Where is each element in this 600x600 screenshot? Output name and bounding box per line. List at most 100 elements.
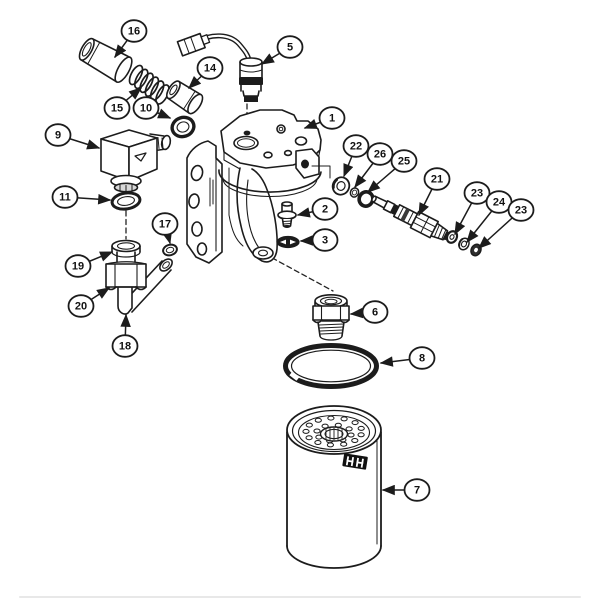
filter-hole (357, 425, 365, 431)
filter-hole (357, 432, 365, 438)
callout-number: 20 (75, 301, 87, 313)
callout-number: 5 (287, 42, 293, 54)
callout-balloon (361, 300, 389, 324)
callout-number: 14 (204, 63, 217, 75)
filter-brand-mark (342, 453, 368, 470)
filter-hole (347, 432, 355, 438)
callout-number: 11 (59, 192, 71, 204)
part-21-bypass-valve (371, 195, 450, 241)
filter-hole (313, 428, 321, 434)
callout-balloon (276, 35, 304, 59)
callout-17: 17 (151, 212, 179, 245)
part-22-washer (331, 176, 351, 196)
callout-number: 15 (111, 103, 123, 115)
callout-1: 1 (303, 106, 346, 130)
callout-balloon (120, 19, 148, 43)
callout-23: 23 (454, 181, 491, 236)
callout-balloon (403, 478, 431, 502)
callout-9: 9 (44, 123, 101, 150)
callout-number: 3 (322, 235, 328, 247)
callout-balloon (423, 167, 451, 191)
callout-19: 19 (64, 251, 114, 278)
callout-10: 10 (132, 96, 172, 120)
callout-number: 2 (322, 204, 328, 216)
callout-number: 23 (515, 205, 527, 217)
callout-balloon (342, 134, 370, 158)
callout-number: 25 (398, 156, 410, 168)
callout-7: 7 (381, 478, 431, 502)
callout-number: 22 (350, 141, 362, 153)
callout-24: 24 (466, 190, 513, 244)
part-18-19-20-elbow-tube-fitting (105, 239, 173, 315)
callout-23: 23 (478, 198, 535, 249)
callout-16: 16 (114, 19, 148, 59)
callout-number: 1 (329, 113, 335, 125)
part-26-oring-small (349, 187, 360, 198)
callout-number: 18 (119, 341, 131, 353)
spade-connector-icon (176, 32, 211, 57)
callout-8: 8 (379, 346, 436, 370)
callout-balloon (111, 334, 139, 358)
callout-balloon (366, 142, 394, 166)
filter-hole (351, 420, 359, 426)
callout-balloon (390, 149, 418, 173)
filter-hole (302, 428, 310, 434)
callout-number: 7 (414, 485, 420, 497)
part-9-elbow-fitting (100, 129, 172, 193)
callout-balloon (103, 96, 131, 120)
filter-hole (345, 426, 353, 432)
callout-balloon (67, 294, 95, 318)
callout-3: 3 (299, 228, 339, 252)
callout-balloon (64, 254, 92, 278)
callout-number: 26 (374, 149, 386, 161)
callout-11: 11 (51, 185, 112, 209)
callout-balloon (311, 228, 339, 252)
callout-number: 21 (431, 174, 443, 186)
callout-14: 14 (188, 56, 224, 89)
callout-balloon (311, 197, 339, 221)
callout-number: 6 (372, 307, 378, 319)
callout-2: 2 (296, 197, 339, 221)
part-2-plug (277, 201, 297, 228)
callout-balloon (196, 56, 224, 80)
callout-balloon (51, 185, 79, 209)
part-3-seal-washer (276, 235, 300, 249)
callout-number: 23 (471, 188, 483, 200)
part-1-filter-head-housing (186, 109, 331, 264)
callout-number: 19 (72, 261, 84, 273)
callout-number: 24 (493, 197, 506, 209)
callout-balloon (318, 106, 346, 130)
filter-hole (340, 416, 348, 422)
callout-balloon (132, 96, 160, 120)
callout-balloon (463, 181, 491, 205)
callout-number: 9 (55, 130, 61, 142)
filter-hole (326, 442, 334, 448)
part-7-filter-cartridge (286, 405, 382, 569)
callout-number: 17 (159, 219, 171, 231)
part-8-oring-large (283, 343, 379, 389)
callout-22: 22 (342, 134, 370, 178)
part-6-union-fitting (312, 293, 350, 341)
part-14-plug (165, 80, 204, 115)
callout-number: 8 (419, 353, 425, 365)
callout-20: 20 (67, 287, 111, 318)
callout-balloon (151, 212, 179, 236)
filter-hole (314, 440, 322, 445)
callout-6: 6 (349, 300, 389, 324)
filter-hole (314, 417, 322, 423)
part-10-oring (170, 115, 196, 139)
filter-hole (327, 415, 335, 421)
callout-number: 10 (140, 103, 152, 115)
part-11-oring (110, 191, 142, 211)
filter-hole (305, 422, 313, 428)
filter-hole (340, 441, 348, 447)
callout-balloon (44, 123, 72, 147)
callout-5: 5 (260, 35, 304, 65)
callout-21: 21 (418, 167, 451, 217)
callout-15: 15 (103, 87, 143, 120)
callout-balloon (408, 346, 436, 370)
callout-number: 16 (128, 26, 140, 38)
